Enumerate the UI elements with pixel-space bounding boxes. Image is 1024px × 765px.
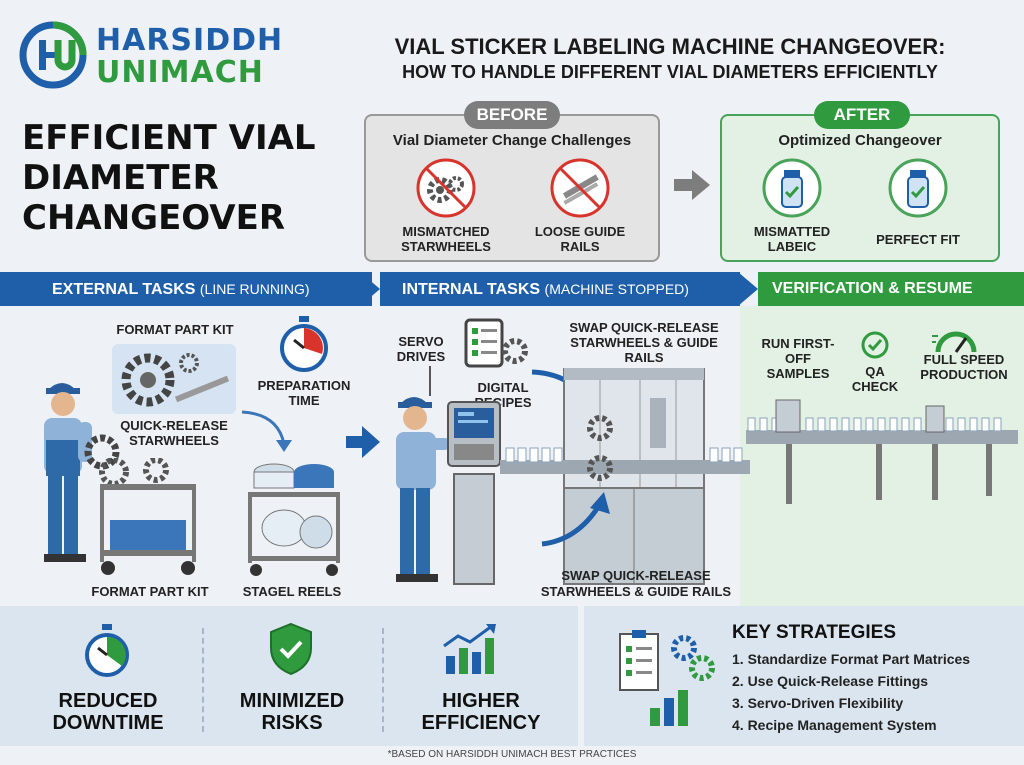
benefit-2-line2: RISKS bbox=[261, 712, 323, 734]
left-title: EFFICIENT VIAL DIAMETER CHANGEOVER bbox=[22, 118, 352, 238]
benefit-3-line2: EFFICIENCY bbox=[421, 712, 541, 734]
after-title: Optimized Changeover bbox=[778, 132, 942, 149]
servo-label: SERVO DRIVES bbox=[396, 334, 446, 364]
strategies-title: KEY STRATEGIES bbox=[732, 622, 896, 643]
curved-arrow-icon bbox=[241, 410, 292, 452]
qa-label: QA CHECK bbox=[851, 364, 899, 394]
before-title: Vial Diameter Change Challenges bbox=[392, 132, 632, 149]
band-internal-light: (MACHINE STOPPED) bbox=[544, 281, 689, 297]
reels-label: STAGEL REELS bbox=[242, 584, 342, 599]
parts-cart bbox=[99, 458, 196, 575]
band-external-light: (LINE RUNNING) bbox=[199, 281, 310, 297]
conveyor-line bbox=[746, 399, 1018, 504]
footnote: *BASED ON HARSIDDH UNIMACH BEST PRACTICE… bbox=[387, 749, 637, 760]
swap-top-label: SWAP QUICK-RELEASE STARWHEELS & GUIDE RA… bbox=[569, 320, 719, 365]
brand-line1: HARSIDDH bbox=[96, 23, 284, 58]
gear-icon bbox=[502, 338, 528, 364]
starwheel-icon bbox=[84, 434, 120, 470]
stopwatch-icon bbox=[85, 624, 129, 677]
divider bbox=[202, 628, 204, 732]
shield-check-icon bbox=[270, 622, 312, 676]
speed-label: FULL SPEED PRODUCTION bbox=[920, 352, 1008, 382]
operator-figure bbox=[44, 383, 92, 562]
growth-chart-icon bbox=[443, 624, 496, 674]
left-title-line2: DIAMETER bbox=[22, 158, 219, 198]
recipe-tablet-icon bbox=[464, 318, 504, 368]
band-internal-strong: INTERNAL TASKS bbox=[402, 281, 541, 298]
strategy-item: 4. Recipe Management System bbox=[732, 717, 937, 733]
left-title-line3: CHANGEOVER bbox=[22, 198, 286, 238]
stopwatch-icon bbox=[280, 316, 328, 372]
swap-bottom-label-2: STARWHEELS & GUIDE RAILS bbox=[540, 584, 732, 599]
gear-icon bbox=[671, 635, 715, 681]
after-item-1-label: MISMATTED LABEIC bbox=[753, 224, 831, 254]
gear-icon bbox=[179, 353, 199, 373]
before-item-1-label: MISMATCHED STARWHEELS bbox=[401, 224, 491, 254]
kit-label-bottom: FORMAT PART KIT bbox=[91, 584, 209, 599]
bar-chart-icon bbox=[650, 690, 688, 726]
brand-line2: UNIMACH bbox=[96, 55, 264, 90]
logo-mark-icon bbox=[19, 21, 87, 89]
before-item-2-label: LOOSE GUIDE RAILS bbox=[534, 224, 626, 254]
labeling-machine bbox=[500, 368, 750, 585]
arrow-right-icon bbox=[346, 426, 380, 458]
band-verify-strong: VERIFICATION & RESUME bbox=[772, 280, 973, 297]
headline-line1: VIAL STICKER LABELING MACHINE CHANGEOVER… bbox=[394, 34, 946, 59]
arrow-right-icon bbox=[674, 170, 710, 200]
band-external-strong: EXTERNAL TASKS bbox=[52, 281, 196, 298]
run-label: RUN FIRST-OFF SAMPLES bbox=[761, 336, 835, 381]
before-panel: Vial Diameter Change Challenges MISMATCH… bbox=[364, 114, 660, 262]
benefit-2-line1: MINIMIZED bbox=[239, 690, 345, 712]
headline-line2: HOW TO HANDLE DIFFERENT VIAL DIAMETERS E… bbox=[402, 62, 938, 82]
pointer-line bbox=[429, 366, 431, 396]
strategy-item: 3. Servo-Driven Flexibility bbox=[732, 695, 904, 711]
band-internal: INTERNAL TASKS (MACHINE STOPPED) bbox=[380, 272, 740, 306]
curved-arrow-icon bbox=[541, 492, 610, 547]
strategy-item: 2. Use Quick-Release Fittings bbox=[732, 673, 929, 689]
starwheel-icon bbox=[121, 353, 175, 407]
gear-icon bbox=[416, 158, 476, 218]
rail-icon bbox=[550, 158, 610, 218]
benefit-1-line2: DOWNTIME bbox=[52, 712, 164, 734]
band-chevron bbox=[360, 272, 380, 306]
swap-bottom-label-1: SWAP QUICK-RELEASE bbox=[561, 568, 711, 583]
speedometer-icon bbox=[932, 331, 977, 353]
kit-panel bbox=[112, 344, 236, 414]
operator-figure bbox=[396, 397, 450, 582]
benefit-1-line1: REDUCED bbox=[58, 690, 158, 712]
checklist-icon bbox=[619, 630, 659, 691]
strategy-item: 1. Standardize Format Part Matrices bbox=[732, 651, 971, 667]
after-item-2-label: PERFECT FIT bbox=[876, 232, 960, 247]
after-badge: AFTER bbox=[814, 101, 910, 129]
rail-icon bbox=[174, 375, 230, 403]
reels-cart bbox=[248, 463, 340, 576]
before-badge: BEFORE bbox=[464, 101, 560, 129]
starwheels-label: QUICK-RELEASE STARWHEELS bbox=[120, 418, 228, 448]
divider bbox=[382, 628, 384, 732]
left-title-line1: EFFICIENT VIAL bbox=[22, 118, 316, 158]
band-verify: VERIFICATION & RESUME bbox=[758, 272, 1024, 306]
kit-label-top: FORMAT PART KIT bbox=[116, 322, 234, 337]
after-panel: Optimized Changeover MISMATTED LABEIC PE… bbox=[720, 114, 1000, 262]
band-chevron bbox=[738, 272, 758, 306]
vial-check-icon bbox=[762, 158, 822, 218]
logo: HARSIDDH UNIMACH bbox=[18, 18, 308, 90]
benefit-3-line1: HIGHER bbox=[442, 690, 520, 712]
prep-label: PREPARATION TIME bbox=[257, 378, 351, 408]
hmi-panel[interactable] bbox=[444, 398, 504, 592]
vial-check-icon bbox=[888, 158, 948, 218]
check-circle-icon bbox=[861, 331, 889, 359]
band-external: EXTERNAL TASKS (LINE RUNNING) bbox=[0, 272, 372, 306]
